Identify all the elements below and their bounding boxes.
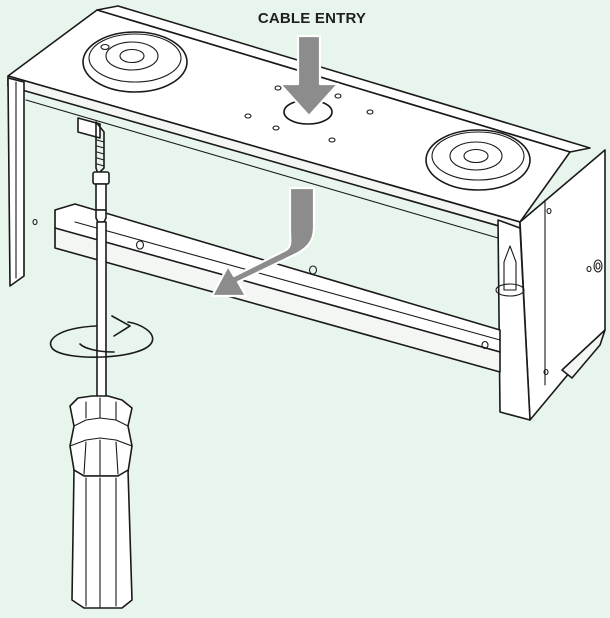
rotation-arrow-icon	[49, 315, 154, 358]
knockout-left	[82, 31, 188, 93]
screw-icon	[77, 117, 110, 211]
routing-arrow-icon	[210, 186, 316, 298]
cable-entry-arrow-icon	[278, 34, 340, 118]
cable-entry-label: CABLE ENTRY	[258, 10, 366, 27]
top-small-holes	[244, 85, 374, 143]
screwdriver-icon	[69, 209, 133, 609]
knockout-right	[425, 129, 531, 191]
